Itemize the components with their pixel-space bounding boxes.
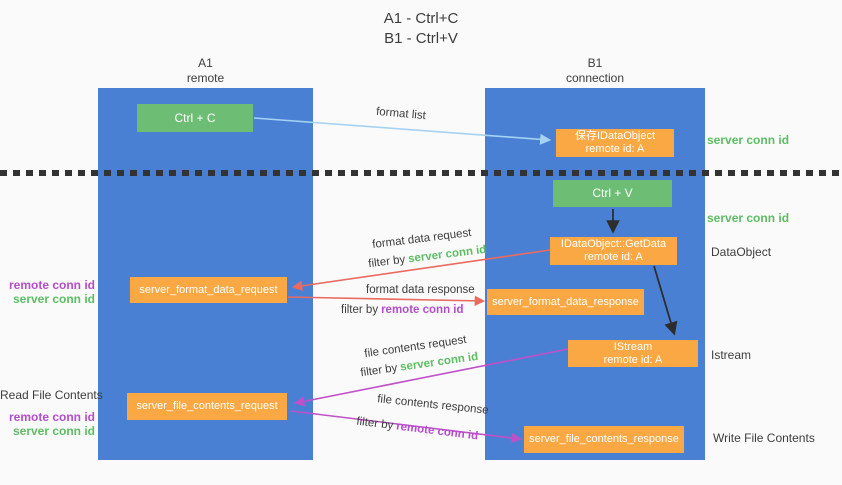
server-format-data-request-box: server_format_data_request [130,277,287,303]
right-column-role: connection [565,71,625,85]
filter-by-text: filter by [355,415,394,433]
right-column-header: B1 connection [485,56,705,86]
server-format-data-response-label: server_format_data_response [492,295,639,308]
conn-id-annotation-group-top: remote conn id server conn id [0,278,95,306]
server-conn-id-annotation: server conn id [12,424,95,438]
write-file-contents-annotation: Write File Contents [713,431,815,445]
diagram-title: A1 - Ctrl+C B1 - Ctrl+V [0,9,842,49]
istream-line2: remote id: A [603,353,663,366]
save-idataobject-line2: remote id: A [585,143,645,155]
format-data-response-label: format data response [366,284,475,296]
server-file-contents-request-label: server_file_contents_request [136,400,278,412]
format-list-label: format list [375,105,427,123]
idataobject-getdata-box: IDataObject::GetData remote id: A [550,237,677,265]
left-column-header: A1 remote [98,56,313,86]
server-file-contents-response-box: server_file_contents_response [524,426,684,453]
server-file-contents-request-box: server_file_contents_request [127,393,287,420]
left-column-role: remote [186,71,225,85]
remote-conn-id-text: remote conn id [381,304,464,316]
filter-by-text: filter by [367,253,406,271]
server-conn-id-annotation-mid: server conn id [707,211,790,225]
server-conn-id-annotation: server conn id [12,292,95,306]
server-file-contents-response-label: server_file_contents_response [529,433,679,445]
istream-box: IStream remote id: A [568,340,698,367]
save-idataobject-line1: 保存IDataObject [574,130,656,142]
remote-conn-id-annotation: remote conn id [8,278,95,292]
format-data-response-arrow [287,295,486,307]
dataobject-annotation: DataObject [711,245,772,259]
ctrl-v-label: Ctrl + V [592,186,633,200]
istream-line1: IStream [613,340,653,353]
ctrl-v-box: Ctrl + V [553,180,672,207]
ctrl-c-label: Ctrl + C [174,110,216,125]
conn-id-annotation-group-bottom: remote conn id server conn id [0,410,95,438]
server-conn-id-text: server conn id [407,243,487,266]
filter-by-text: filter by [359,362,399,380]
title-line-a1: A1 - Ctrl+C [383,10,459,27]
remote-conn-id-annotation: remote conn id [8,410,95,424]
server-conn-id-annotation-top: server conn id [707,133,790,147]
server-conn-id-text: server conn id [399,350,479,374]
file-contents-response-label: file contents response [376,393,490,417]
right-column-name: B1 [587,56,603,70]
ctrl-c-box: Ctrl + C [137,104,253,132]
left-column-name: A1 [198,56,213,70]
title-line-b1: B1 - Ctrl+V [384,30,458,47]
istream-annotation: Istream [711,348,752,362]
remote-conn-id-text: remote conn id [395,420,479,443]
server-format-data-request-label: server_format_data_request [139,283,278,296]
filter-by-text: filter by [341,304,379,316]
idataobject-getdata-line2: remote id: A [584,251,643,263]
save-idataobject-box: 保存IDataObject remote id: A [556,129,674,157]
read-file-contents-annotation: Read File Contents [0,388,103,402]
server-format-data-response-box: server_format_data_response [487,289,644,315]
idataobject-getdata-line1: IDataObject::GetData [560,238,667,250]
